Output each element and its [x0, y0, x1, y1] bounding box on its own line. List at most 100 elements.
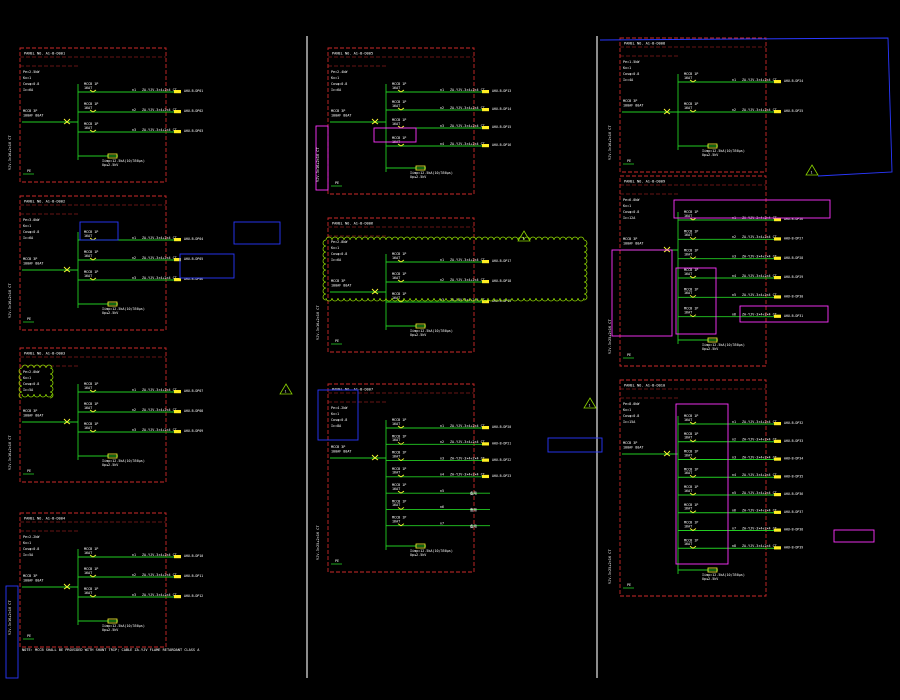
spd-rating: Iimp=12.5kA(10/350μs) [410, 549, 453, 553]
panel-8: PANEL NO. A1-B-D008Pe=1.5kWKx=1Cosφ=0.8I… [608, 37, 803, 173]
circuit-breaker-type: MCCB 1P [84, 567, 98, 571]
circuit-load-name: AHU-B-DP12 [184, 594, 203, 598]
circuit-code: n4 [440, 142, 444, 146]
load-terminal [774, 546, 781, 550]
circuit-breaker-symbol [689, 256, 697, 260]
circuit-breaker-symbol [689, 474, 697, 478]
circuit-load-name: AHU-B-DP27 [784, 237, 803, 241]
circuit-code: n3 [732, 455, 736, 459]
highlight-box-blue-2 [233, 221, 281, 245]
circuit-breaker-rating: 16AT [84, 274, 92, 278]
circuit-cable: ZA-YJV-3×4+2×4 CT [142, 276, 177, 280]
circuit-breaker-symbol [689, 439, 697, 443]
load-terminal [774, 493, 781, 497]
circuit-breaker-type: MCCB 1P [392, 292, 406, 296]
circuit-breaker-symbol [397, 89, 405, 93]
incoming-breaker-rating: 100AF 80AT [23, 414, 43, 418]
circuit-breaker-rating: 16AT [84, 126, 92, 130]
highlight-box-blue-5 [547, 437, 603, 453]
circuit-code: n6 [440, 505, 444, 509]
circuit-load-name: AHU-B-DP26 [784, 217, 803, 221]
circuit-breaker-type: MCCB 1P [684, 432, 698, 436]
panels-layer: PANEL NO. A1-B-D001Pe=2.5kWKx=1Cosφ=0.8I… [8, 37, 803, 648]
panel-header-line: Kx=1 [23, 376, 31, 380]
panel-header-line: Kx=1 [23, 541, 31, 545]
circuit-code: n4 [440, 473, 444, 477]
spd-rating: Iimp=12.5kA(10/350μs) [102, 159, 145, 163]
panel-header-line: Ic=6A [23, 88, 33, 92]
circuit-breaker-symbol [689, 217, 697, 221]
incoming-breaker-type: MCCB 3P [623, 441, 637, 445]
circuit-breaker-rating: 16AT [684, 233, 692, 237]
circuit-breaker-rating: 16AT [684, 436, 692, 440]
circuit-cable: ZA-YJV-3×4+2×4 CT [142, 573, 177, 577]
circuit-breaker-rating: 16AT [684, 214, 692, 218]
circuit-breaker-rating: 16AT [84, 551, 92, 555]
circuit-breaker-type: MCCB 1P [84, 102, 98, 106]
circuit-load-name: AHU-B-DP32 [784, 421, 803, 425]
circuit-breaker-type: MCCB 1P [684, 521, 698, 525]
spd-voltage: Up≤2.5kV [410, 553, 426, 557]
circuit-breaker-type: MCCB 1P [684, 503, 698, 507]
circuit-cable: ZA-YJV-3×4+2×4 CT [742, 438, 777, 442]
circuit-breaker-rating: 16AT [392, 422, 400, 426]
circuit-breaker-type: MCCB 1P [84, 547, 98, 551]
circuit-breaker-rating: 16AT [392, 276, 400, 280]
revision-cloud-c [18, 364, 54, 399]
circuit-code: n2 [440, 440, 444, 444]
panel-title: PANEL NO. A1-B-D004 [24, 517, 65, 521]
spd-voltage: Up≤2.5kV [102, 463, 118, 467]
circuit-code: n1 [132, 88, 136, 92]
incoming-breaker-symbol [63, 583, 71, 590]
spd-symbol [707, 337, 718, 343]
incoming-cable-label: YJV-3×16+2×10 CT [8, 283, 12, 318]
spd-rating: Iimp=12.5kA(10/350μs) [102, 307, 145, 311]
circuit-cable: ZA-YJV-3×4+2×4 CT [450, 88, 485, 92]
circuit-breaker-rating: 16AT [684, 524, 692, 528]
circuit-breaker-rating: 16AT [392, 471, 400, 475]
circuit-cable: ZA-YJV-3×4+2×4 CT [742, 293, 777, 297]
circuit-breaker-symbol [89, 389, 97, 393]
circuit-breaker-type: MCCB 1P [684, 467, 698, 471]
panel-frame [619, 175, 767, 367]
circuit-breaker-symbol [689, 492, 697, 496]
circuit-breaker-type: MCCB 1P [84, 122, 98, 126]
circuit-breaker-type: MCCB 1P [684, 450, 698, 454]
circuit-breaker-rating: 16AT [684, 106, 692, 110]
panel-header-line: Cosφ=0.8 [623, 414, 639, 418]
circuit-code: n1 [132, 553, 136, 557]
circuit-load-name: AHU-B-DP23 [492, 474, 511, 478]
circuit-cable: ZA-YJV-3×4+2×4 CT [742, 312, 777, 316]
circuit-breaker-rating: 16AT [684, 507, 692, 511]
panel-header-line: Kx=1 [623, 66, 631, 70]
circuit-code: n3 [732, 254, 736, 258]
incoming-breaker-type: MCCB 3P [23, 409, 37, 413]
circuit-load-name: AHU-B-DP10 [184, 554, 203, 558]
revision-mark-number: 1 [811, 171, 813, 175]
revision-triangle-g [583, 397, 597, 409]
circuit-breaker-rating: 16AT [392, 503, 400, 507]
incoming-cable-label: YJV-3×16+2×10 CT [608, 125, 612, 160]
circuit-code: n1 [132, 236, 136, 240]
circuit-breaker-rating: 16AT [392, 520, 400, 524]
circuit-load-name: AHU-B-DP28 [784, 256, 803, 260]
panel-header-line: Cosφ=0.8 [23, 82, 39, 86]
load-terminal [482, 126, 489, 130]
circuit-cable: ZA-YJV-3×4+2×4 CT [742, 274, 777, 278]
revision-mark-number: 1 [523, 237, 525, 241]
circuit-load-name: AHU-B-DP03 [184, 129, 203, 133]
load-terminal [774, 422, 781, 426]
load-terminal [482, 90, 489, 94]
highlight-box-magenta-3 [673, 199, 831, 219]
circuit-code: n5 [732, 293, 736, 297]
panel-header-line: Pe=1.5kW [623, 60, 640, 64]
